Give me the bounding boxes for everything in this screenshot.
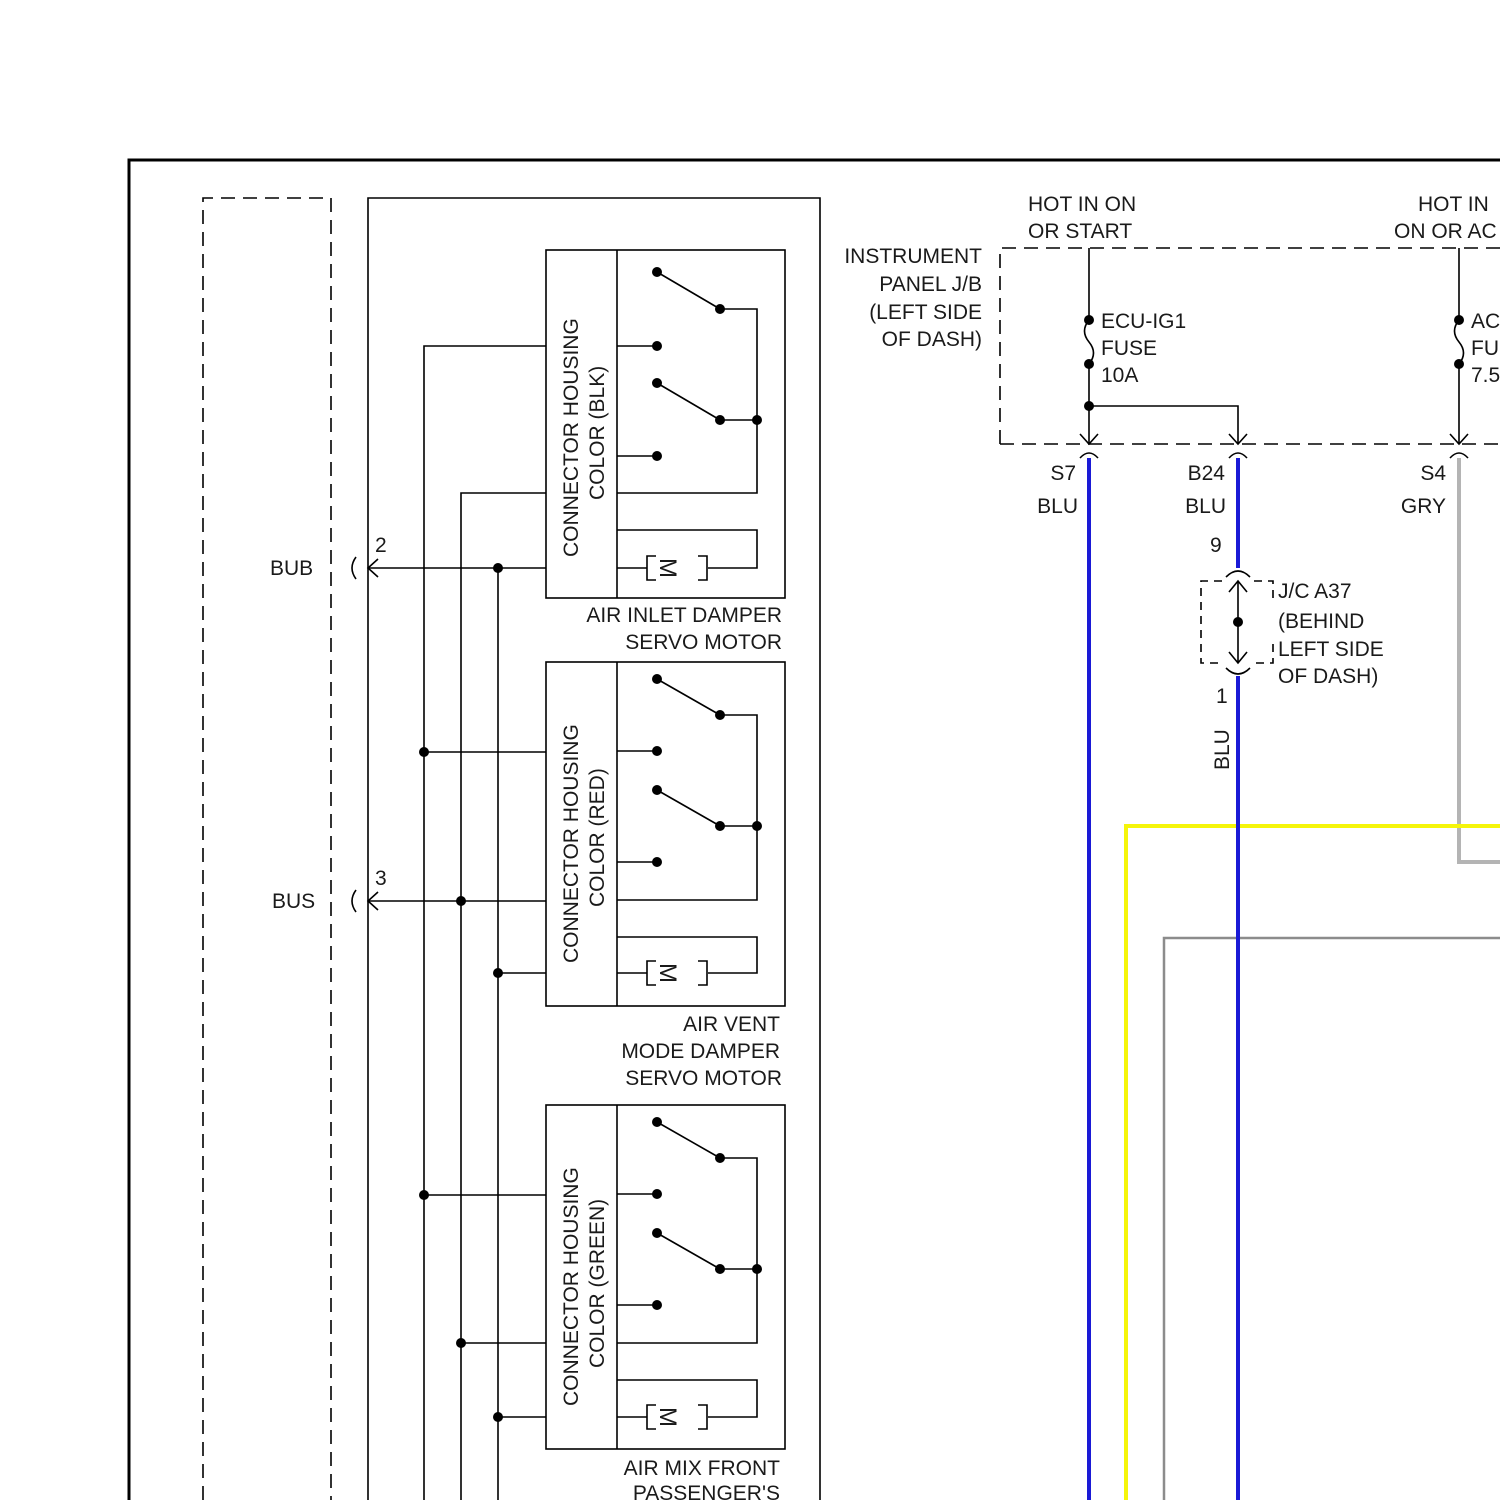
- housing-color-2: COLOR (RED): [586, 768, 609, 907]
- motor-symbol-1: M: [654, 558, 681, 578]
- terminal-s4: S4: [1420, 462, 1446, 485]
- servo-name-2-line1: AIR VENT: [683, 1013, 780, 1036]
- housing-label-2: CONNECTOR HOUSING: [560, 724, 583, 963]
- fuse1-type: FUSE: [1101, 337, 1157, 360]
- jc-wire-color: BLU: [1211, 729, 1234, 770]
- servo-name-1-line2: SERVO MOTOR: [625, 631, 782, 654]
- jb-label-line4: OF DASH): [882, 328, 982, 351]
- servo-name-3-line1: AIR MIX FRONT: [624, 1457, 781, 1480]
- jc-label-line3: LEFT SIDE: [1278, 638, 1384, 661]
- terminal-s7: S7: [1050, 462, 1076, 485]
- instrument-panel-junction-block: INSTRUMENT PANEL J/B (LEFT SIDE OF DASH)…: [844, 193, 1500, 458]
- jb-label-line3: (LEFT SIDE: [869, 301, 982, 324]
- fuse2-type: FU: [1471, 337, 1499, 360]
- fuse1-rating: 10A: [1101, 364, 1138, 387]
- terminal-b24-color: BLU: [1185, 495, 1226, 518]
- housing-label-1: CONNECTOR HOUSING: [560, 318, 583, 557]
- housing-color-3: COLOR (GREEN): [586, 1199, 609, 1368]
- terminal-b24: B24: [1188, 462, 1226, 485]
- servo-name-2-line3: SERVO MOTOR: [625, 1067, 782, 1090]
- terminal-labels: S7 BLU B24 BLU S4 GRY: [1037, 462, 1446, 518]
- jb-label-line2: PANEL J/B: [879, 273, 982, 296]
- bub-pin-number: 2: [375, 534, 387, 557]
- control-unit-outline: [203, 198, 331, 1500]
- bub-label: BUB: [270, 557, 313, 580]
- housing-color-1: COLOR (BLK): [586, 366, 609, 500]
- servo-name-1-line1: AIR INLET DAMPER: [586, 604, 782, 627]
- servo-name-2-line2: MODE DAMPER: [621, 1040, 780, 1063]
- bus-wires: [368, 346, 546, 1500]
- bus-label: BUS: [272, 890, 315, 913]
- sheet-frame: [129, 160, 1500, 1500]
- yel-wire: [1126, 826, 1500, 1500]
- jc-pin-bottom: 1: [1216, 685, 1228, 708]
- air-mix-servo-motor: CONNECTOR HOUSING COLOR (GREEN) M AIR MI…: [546, 1105, 785, 1500]
- terminal-s4-color: GRY: [1401, 495, 1446, 518]
- junction-connector-a37: 9 1 J/C A37 (BEHIND LEFT SIDE OF DASH) B…: [1201, 534, 1384, 770]
- gry-wire: [1459, 458, 1500, 862]
- jc-label-line4: OF DASH): [1278, 665, 1378, 688]
- air-inlet-damper-servo-motor: CONNECTOR HOUSING COLOR (BLK) M AIR INLE…: [546, 250, 785, 654]
- bus-pin-number: 3: [375, 867, 387, 890]
- jc-pin-top: 9: [1210, 534, 1222, 557]
- terminal-s7-color: BLU: [1037, 495, 1078, 518]
- jb-label-line1: INSTRUMENT: [844, 245, 982, 268]
- motor-symbol-3: M: [654, 1407, 681, 1427]
- fuse1-name: ECU-IG1: [1101, 310, 1186, 333]
- air-vent-mode-damper-servo-motor: CONNECTOR HOUSING COLOR (RED) M AIR VENT…: [546, 662, 785, 1090]
- hot1-line2: OR START: [1028, 220, 1132, 243]
- hot1-line1: HOT IN ON: [1028, 193, 1136, 216]
- jc-label-line2: (BEHIND: [1278, 610, 1364, 633]
- jc-label-line1: J/C A37: [1278, 580, 1352, 603]
- fuse2-rating: 7.5: [1471, 364, 1500, 387]
- housing-label-3: CONNECTOR HOUSING: [560, 1167, 583, 1406]
- fuse2-name: AC: [1471, 310, 1500, 333]
- connector-pin-bus: BUS 3: [272, 867, 387, 913]
- hot2-line2: ON OR AC: [1394, 220, 1497, 243]
- hot2-line1: HOT IN: [1418, 193, 1489, 216]
- servo-name-3-line2: PASSENGER'S: [633, 1482, 780, 1500]
- connector-pin-bub: BUB 2: [270, 534, 387, 580]
- motor-symbol-2: M: [654, 963, 681, 983]
- gray-inner-wire: [1164, 938, 1500, 1500]
